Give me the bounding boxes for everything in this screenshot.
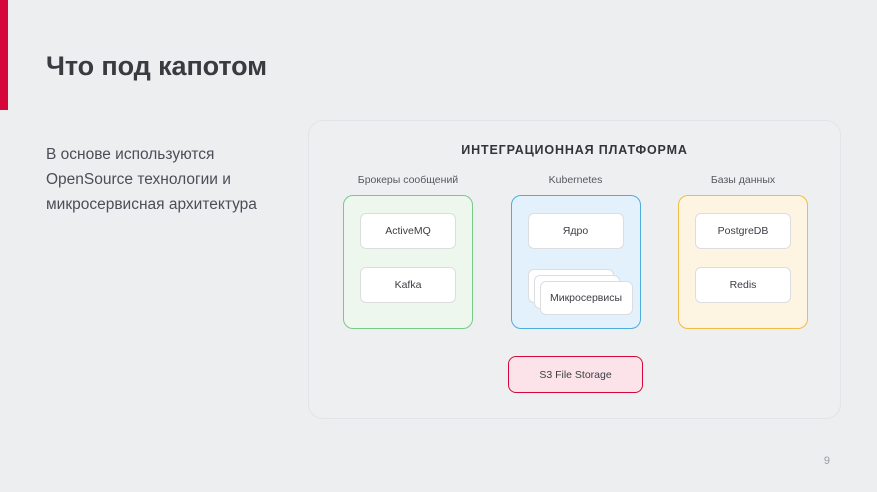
panel-title: ИНТЕГРАЦИОННАЯ ПЛАТФОРМА <box>461 143 688 157</box>
service-card-redis[interactable]: Redis <box>695 267 791 303</box>
accent-bar <box>0 0 8 110</box>
service-card-activemq[interactable]: ActiveMQ <box>360 213 456 249</box>
column-message-brokers: Брокеры сообщений ActiveMQ Kafka <box>343 174 473 329</box>
page-number: 9 <box>823 455 830 467</box>
group-box-databases[interactable]: PostgreDB Redis <box>678 195 808 329</box>
column-label-kubernetes: Kubernetes <box>548 174 603 186</box>
service-card-s3-file-storage[interactable]: S3 File Storage <box>508 356 643 393</box>
column-label-databases: Базы данных <box>710 174 776 186</box>
service-card-postgredb[interactable]: PostgreDB <box>695 213 791 249</box>
lead-paragraph: В основе используются OpenSource техноло… <box>46 145 257 213</box>
column-databases: Базы данных PostgreDB Redis <box>678 174 808 329</box>
service-card-yadro[interactable]: Ядро <box>527 213 624 249</box>
platform-columns: Брокеры сообщений ActiveMQ Kafka Kuberne… <box>343 174 808 329</box>
service-card-stack-microservices[interactable]: Микросервисы <box>527 269 633 315</box>
page-title: Что под капотом <box>46 51 268 82</box>
integration-platform-panel: ИНТЕГРАЦИОННАЯ ПЛАТФОРМА Брокеры сообщен… <box>308 120 841 419</box>
service-card-kafka[interactable]: Kafka <box>360 267 456 303</box>
column-label-message-brokers: Брокеры сообщений <box>357 174 459 186</box>
group-box-message-brokers[interactable]: ActiveMQ Kafka <box>343 195 473 329</box>
column-kubernetes: Kubernetes Ядро Микросервисы <box>510 174 641 329</box>
group-box-kubernetes[interactable]: Ядро Микросервисы <box>510 195 641 329</box>
service-card-microservices[interactable]: Микросервисы <box>539 281 633 315</box>
